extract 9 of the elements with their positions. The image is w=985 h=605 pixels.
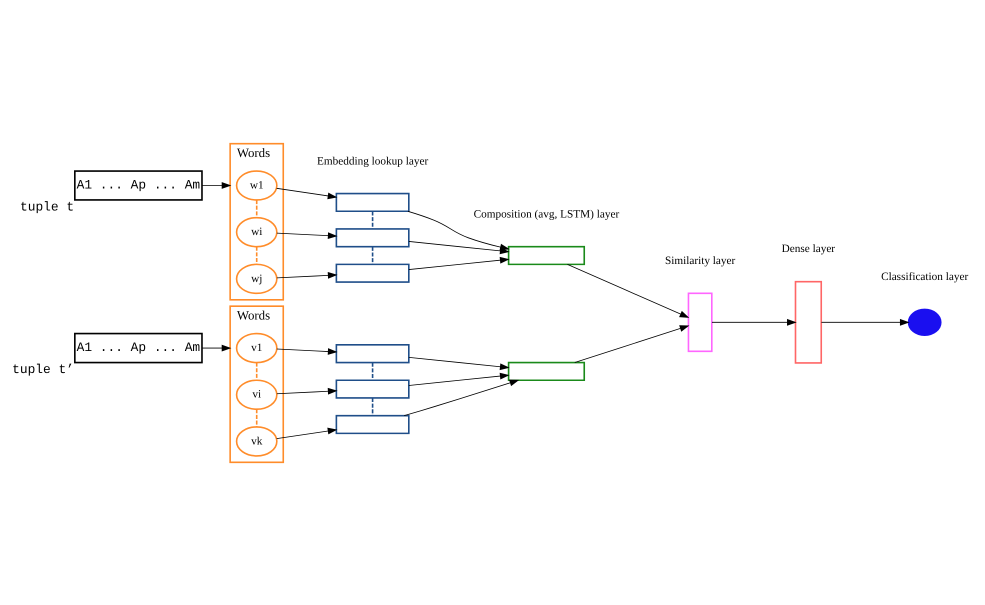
node-label: Words — [236, 308, 270, 322]
label: Similarity layer — [664, 254, 736, 267]
node-label: tuple t’ — [12, 361, 74, 376]
label: Dense layer — [782, 242, 836, 255]
label: Composition (avg, LSTM) layer — [474, 208, 620, 220]
label: Classification layer — [881, 270, 968, 283]
label: Embedding lookup layer — [316, 154, 428, 167]
node-label: Words — [236, 146, 270, 160]
node-label: tuple t — [20, 198, 74, 214]
